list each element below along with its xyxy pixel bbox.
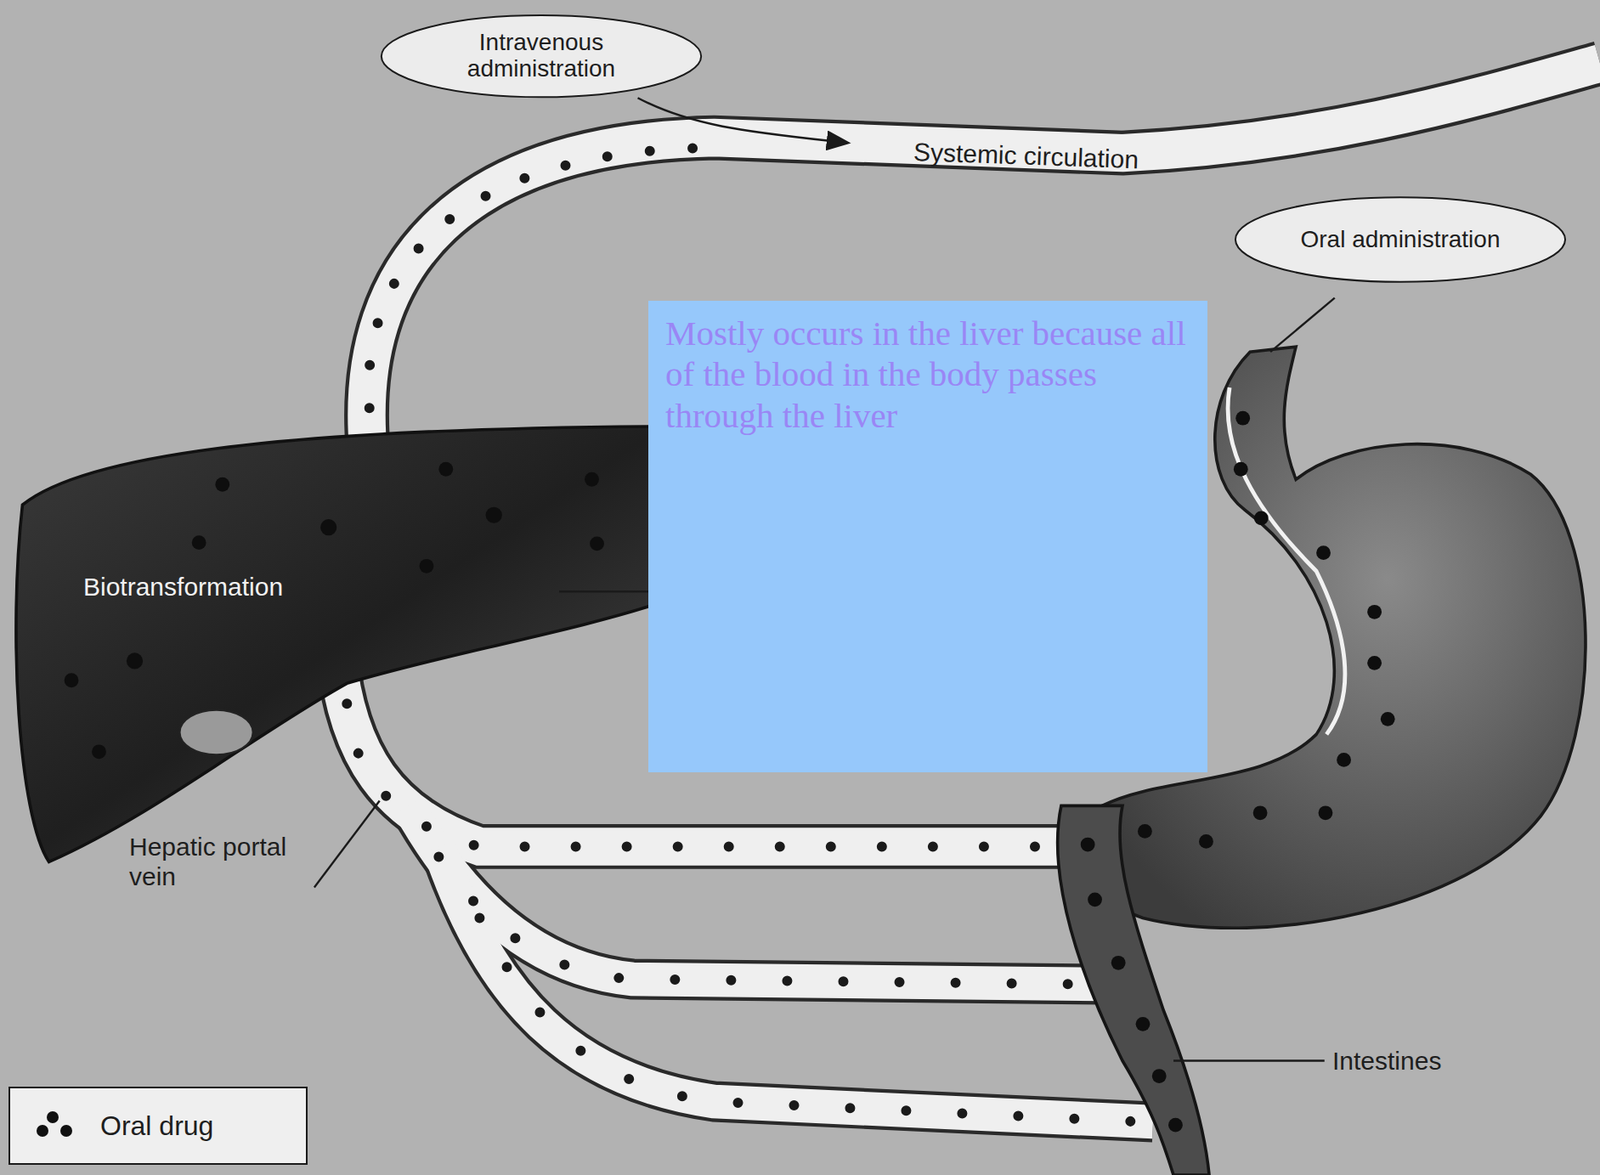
legend-row: Oral drug: [27, 1107, 289, 1145]
drug-dot: [46, 1111, 59, 1124]
note-text: Mostly occurs in the liver because all o…: [665, 312, 1191, 436]
callout-ellipse: Oral administration: [1232, 194, 1569, 285]
part-label: Intestines: [1332, 1046, 1442, 1077]
note-box: Mostly occurs in the liver because all o…: [648, 300, 1208, 773]
ellipse-shape: [1235, 197, 1566, 283]
drug-dot: [36, 1125, 49, 1137]
systemic-vessel: [367, 62, 1600, 439]
callout-ellipse: Intravenous administration: [378, 12, 705, 100]
legend-box: Oral drug: [8, 1086, 308, 1165]
callout-text: Intravenous administration: [439, 29, 644, 83]
leader-lines: [314, 97, 1335, 1061]
drug-dot: [60, 1125, 73, 1137]
callout-text: Oral administration: [1298, 226, 1503, 254]
ellipse-shape: [381, 15, 702, 97]
liver: [16, 426, 664, 863]
part-label: Hepatic portal vein: [129, 832, 300, 892]
legend-swatch: [27, 1107, 87, 1145]
part-label: Biotransformation: [83, 572, 283, 603]
legend-text: Oral drug: [100, 1110, 214, 1143]
